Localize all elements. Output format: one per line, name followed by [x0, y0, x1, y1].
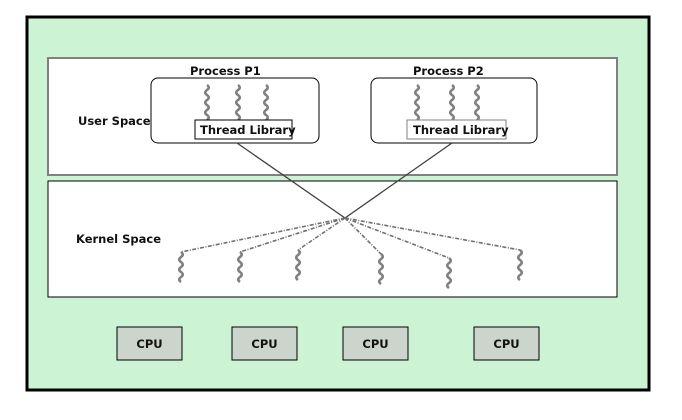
cpu-label: CPU [362, 337, 388, 351]
process-p1-title: Process P1 [190, 64, 261, 78]
p2-thread-library-label: Thread Library [413, 123, 509, 137]
p1-user-threads [203, 83, 270, 122]
kernel-thread-icon [236, 250, 244, 284]
kernel-thread-link [344, 217, 450, 259]
kernel-space-label: Kernel Space [76, 232, 161, 246]
kernel-thread-link [344, 217, 382, 255]
user-space-label: User Space [78, 114, 151, 128]
kernel-thread-icon [445, 256, 453, 290]
cpu-box [342, 326, 409, 361]
cpu-box [116, 326, 183, 361]
user-thread-icon [234, 83, 242, 122]
cpu-row: CPU CPU CPU CPU [116, 326, 540, 361]
kernel-thread-link [180, 217, 346, 253]
process-p1: Process P1 Thread Library [150, 64, 320, 144]
kernel-thread-link [239, 217, 346, 253]
kernel-thread-link [344, 217, 521, 251]
user-thread-icon [203, 83, 211, 122]
kernel-thread-link [297, 217, 346, 251]
cpu-label: CPU [493, 337, 519, 351]
user-thread-icon [473, 83, 481, 122]
cpu-label: CPU [251, 337, 277, 351]
kernel-space-region [47, 180, 618, 298]
process-p2: Process P2 Thread Library [370, 64, 538, 144]
p1-thread-library-label: Thread Library [200, 123, 296, 137]
cpu-box [473, 326, 540, 361]
p2-thread-library-box [406, 119, 507, 140]
kernel-thread-icon [516, 248, 524, 282]
kernel-thread-connectors [180, 217, 521, 259]
p2-user-threads [413, 83, 481, 122]
kernel-threads [177, 248, 524, 290]
kernel-thread-icon [294, 248, 302, 282]
process-p2-title: Process P2 [413, 64, 484, 78]
user-thread-icon [413, 83, 421, 122]
kernel-thread-icon [377, 252, 385, 286]
cpu-label: CPU [136, 337, 162, 351]
user-thread-icon [262, 83, 270, 122]
user-thread-icon [448, 83, 456, 122]
p1-library-connector [236, 142, 346, 219]
p1-thread-library-box [194, 119, 293, 140]
p2-library-connector [344, 142, 453, 219]
cpu-box [231, 326, 298, 361]
kernel-thread-icon [177, 250, 185, 284]
